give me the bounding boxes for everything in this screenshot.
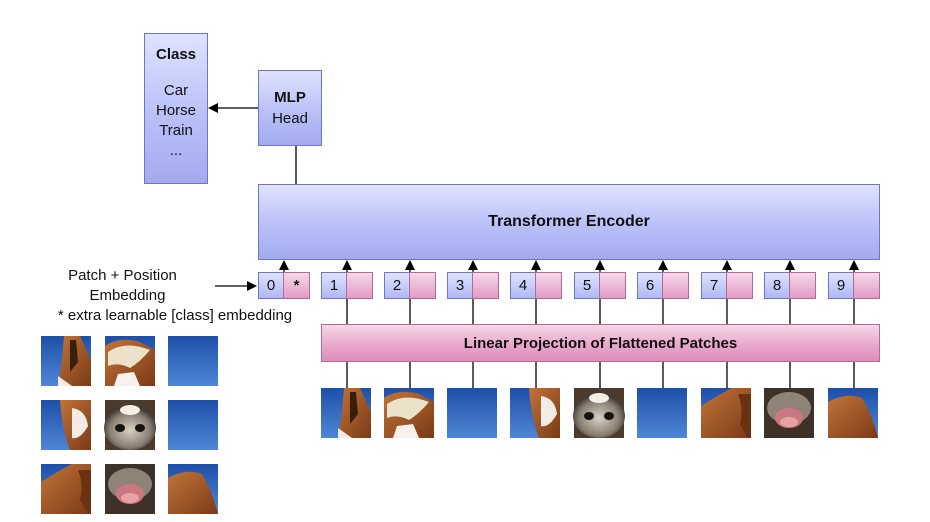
token-embedding	[409, 272, 436, 299]
horse-forelock-patch	[384, 388, 434, 438]
class-item-horse: Horse	[155, 102, 196, 119]
class-title: Class	[155, 46, 197, 63]
horse-ear-patch	[41, 336, 91, 386]
token-8: 8	[764, 272, 816, 299]
horse-neck-patch	[41, 464, 91, 514]
projection-to-token-lines	[346, 299, 855, 324]
token-3: 3	[447, 272, 499, 299]
token-7: 7	[701, 272, 753, 299]
transformer-encoder-label: Transformer Encoder	[488, 213, 650, 230]
token-embedding: *	[283, 272, 310, 299]
token-embedding	[535, 272, 562, 299]
token-embedding	[726, 272, 753, 299]
linear-projection-label: Linear Projection of Flattened Patches	[463, 334, 738, 352]
token-1: 1	[321, 272, 373, 299]
patch-to-projection-lines	[346, 362, 855, 388]
linear-projection-box: Linear Projection of Flattened Patches	[321, 324, 880, 362]
horse-shoulder-patch	[168, 464, 218, 514]
sky-patch	[447, 388, 497, 438]
horse-ear-patch	[321, 388, 371, 438]
token-embedding	[662, 272, 689, 299]
embedding-label-line2: Embedding	[89, 287, 166, 304]
horse-muzzle-patch	[573, 388, 625, 438]
token-embedding	[789, 272, 816, 299]
token-2: 2	[384, 272, 436, 299]
token-position: 8	[764, 272, 790, 299]
embedding-label: Patch + Position Embedding * extra learn…	[30, 266, 320, 326]
token-embedding	[853, 272, 880, 299]
token-5: 5	[574, 272, 626, 299]
horse-neck-patch	[701, 388, 751, 438]
embedding-label-line1: Patch + Position	[68, 267, 177, 284]
horse-mouth-patch	[105, 464, 155, 514]
class-item-train: Train	[159, 122, 193, 139]
token-to-encoder-arrows	[279, 260, 859, 272]
token-position: 1	[321, 272, 347, 299]
mlp-title: MLP	[274, 89, 306, 106]
token-6: 6	[637, 272, 689, 299]
token-9: 9	[828, 272, 880, 299]
horse-forelock-patch	[105, 336, 155, 386]
class-item-car: Car	[163, 82, 189, 99]
transformer-encoder-box: Transformer Encoder	[258, 184, 880, 260]
mlp-subtitle: Head	[272, 110, 308, 127]
sky-patch	[168, 400, 218, 450]
token-position: 9	[828, 272, 854, 299]
token-position: 2	[384, 272, 410, 299]
token-embedding	[346, 272, 373, 299]
sky-patch	[637, 388, 687, 438]
horse-cheek-patch	[510, 388, 560, 438]
token-4: 4	[510, 272, 562, 299]
horse-muzzle-patch	[104, 400, 156, 450]
horse-mouth-patch	[764, 388, 814, 438]
mlp-head-box: MLP Head	[258, 70, 322, 146]
horse-shoulder-patch	[828, 388, 878, 438]
token-position: 5	[574, 272, 600, 299]
sky-patch	[168, 336, 218, 386]
token-embedding	[599, 272, 626, 299]
embedding-label-line3: * extra learnable [class] embedding	[57, 307, 293, 324]
horse-cheek-patch	[41, 400, 91, 450]
class-item-ellipsis: ...	[169, 142, 183, 159]
token-0: 0 *	[258, 272, 310, 299]
token-position: 6	[637, 272, 663, 299]
class-output-box: Class Car Horse Train ...	[144, 33, 208, 184]
token-embedding	[472, 272, 499, 299]
